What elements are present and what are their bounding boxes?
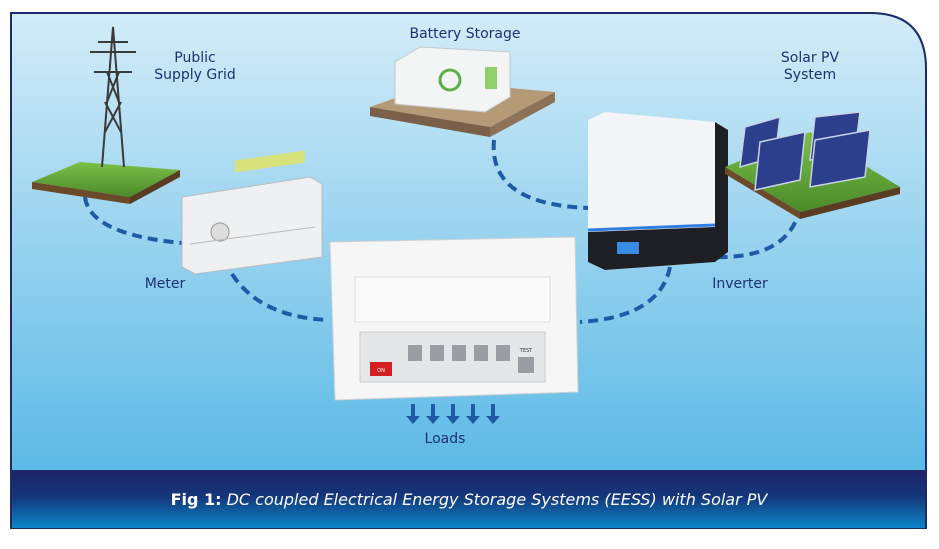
consumer-unit-icon: ON TEST bbox=[329, 236, 579, 401]
caption-prefix: Fig 1: bbox=[170, 489, 222, 509]
label-loads: Loads bbox=[424, 431, 466, 447]
label-line: Solar PV bbox=[780, 50, 840, 66]
label-inverter: Inverter bbox=[712, 276, 768, 292]
arrow-down-icon bbox=[426, 404, 440, 424]
arrow-down-icon bbox=[486, 404, 500, 424]
label-line: Public bbox=[174, 50, 216, 66]
caption-text: DC coupled Electrical Energy Storage Sys… bbox=[226, 489, 768, 509]
solar-to-inverter-line bbox=[709, 206, 802, 260]
label-public-supply-grid: Public Supply Grid bbox=[140, 50, 250, 84]
inverter-icon bbox=[587, 112, 728, 270]
label-line: Supply Grid bbox=[154, 67, 236, 83]
arrow-down-icon bbox=[446, 404, 460, 424]
main-switch bbox=[370, 362, 392, 376]
battery-to-inverter-line bbox=[491, 139, 589, 210]
pylon-icon bbox=[32, 26, 180, 204]
meter-icon bbox=[181, 150, 323, 275]
test-label: TEST bbox=[519, 348, 533, 354]
label-solar-pv-system: Solar PV System bbox=[760, 50, 860, 84]
grid-to-meter-line bbox=[83, 196, 196, 246]
label-battery-storage: Battery Storage bbox=[409, 26, 521, 42]
label-line: System bbox=[783, 67, 837, 83]
caption-band bbox=[12, 470, 925, 528]
main-switch-label: ON bbox=[377, 368, 385, 374]
inverter-to-board-line bbox=[579, 266, 672, 324]
load-arrows bbox=[406, 404, 500, 424]
arrow-down-icon bbox=[406, 404, 420, 424]
meter-to-board-line bbox=[230, 272, 329, 322]
solar-panels-icon bbox=[725, 111, 900, 219]
diagram-canvas: ON TEST bbox=[10, 12, 927, 529]
arrow-down-icon bbox=[466, 404, 480, 424]
label-meter: Meter bbox=[144, 276, 186, 292]
connection-lines bbox=[83, 139, 802, 324]
battery-storage-icon bbox=[370, 46, 555, 137]
figure-caption: Fig 1: DC coupled Electrical Energy Stor… bbox=[12, 470, 926, 528]
